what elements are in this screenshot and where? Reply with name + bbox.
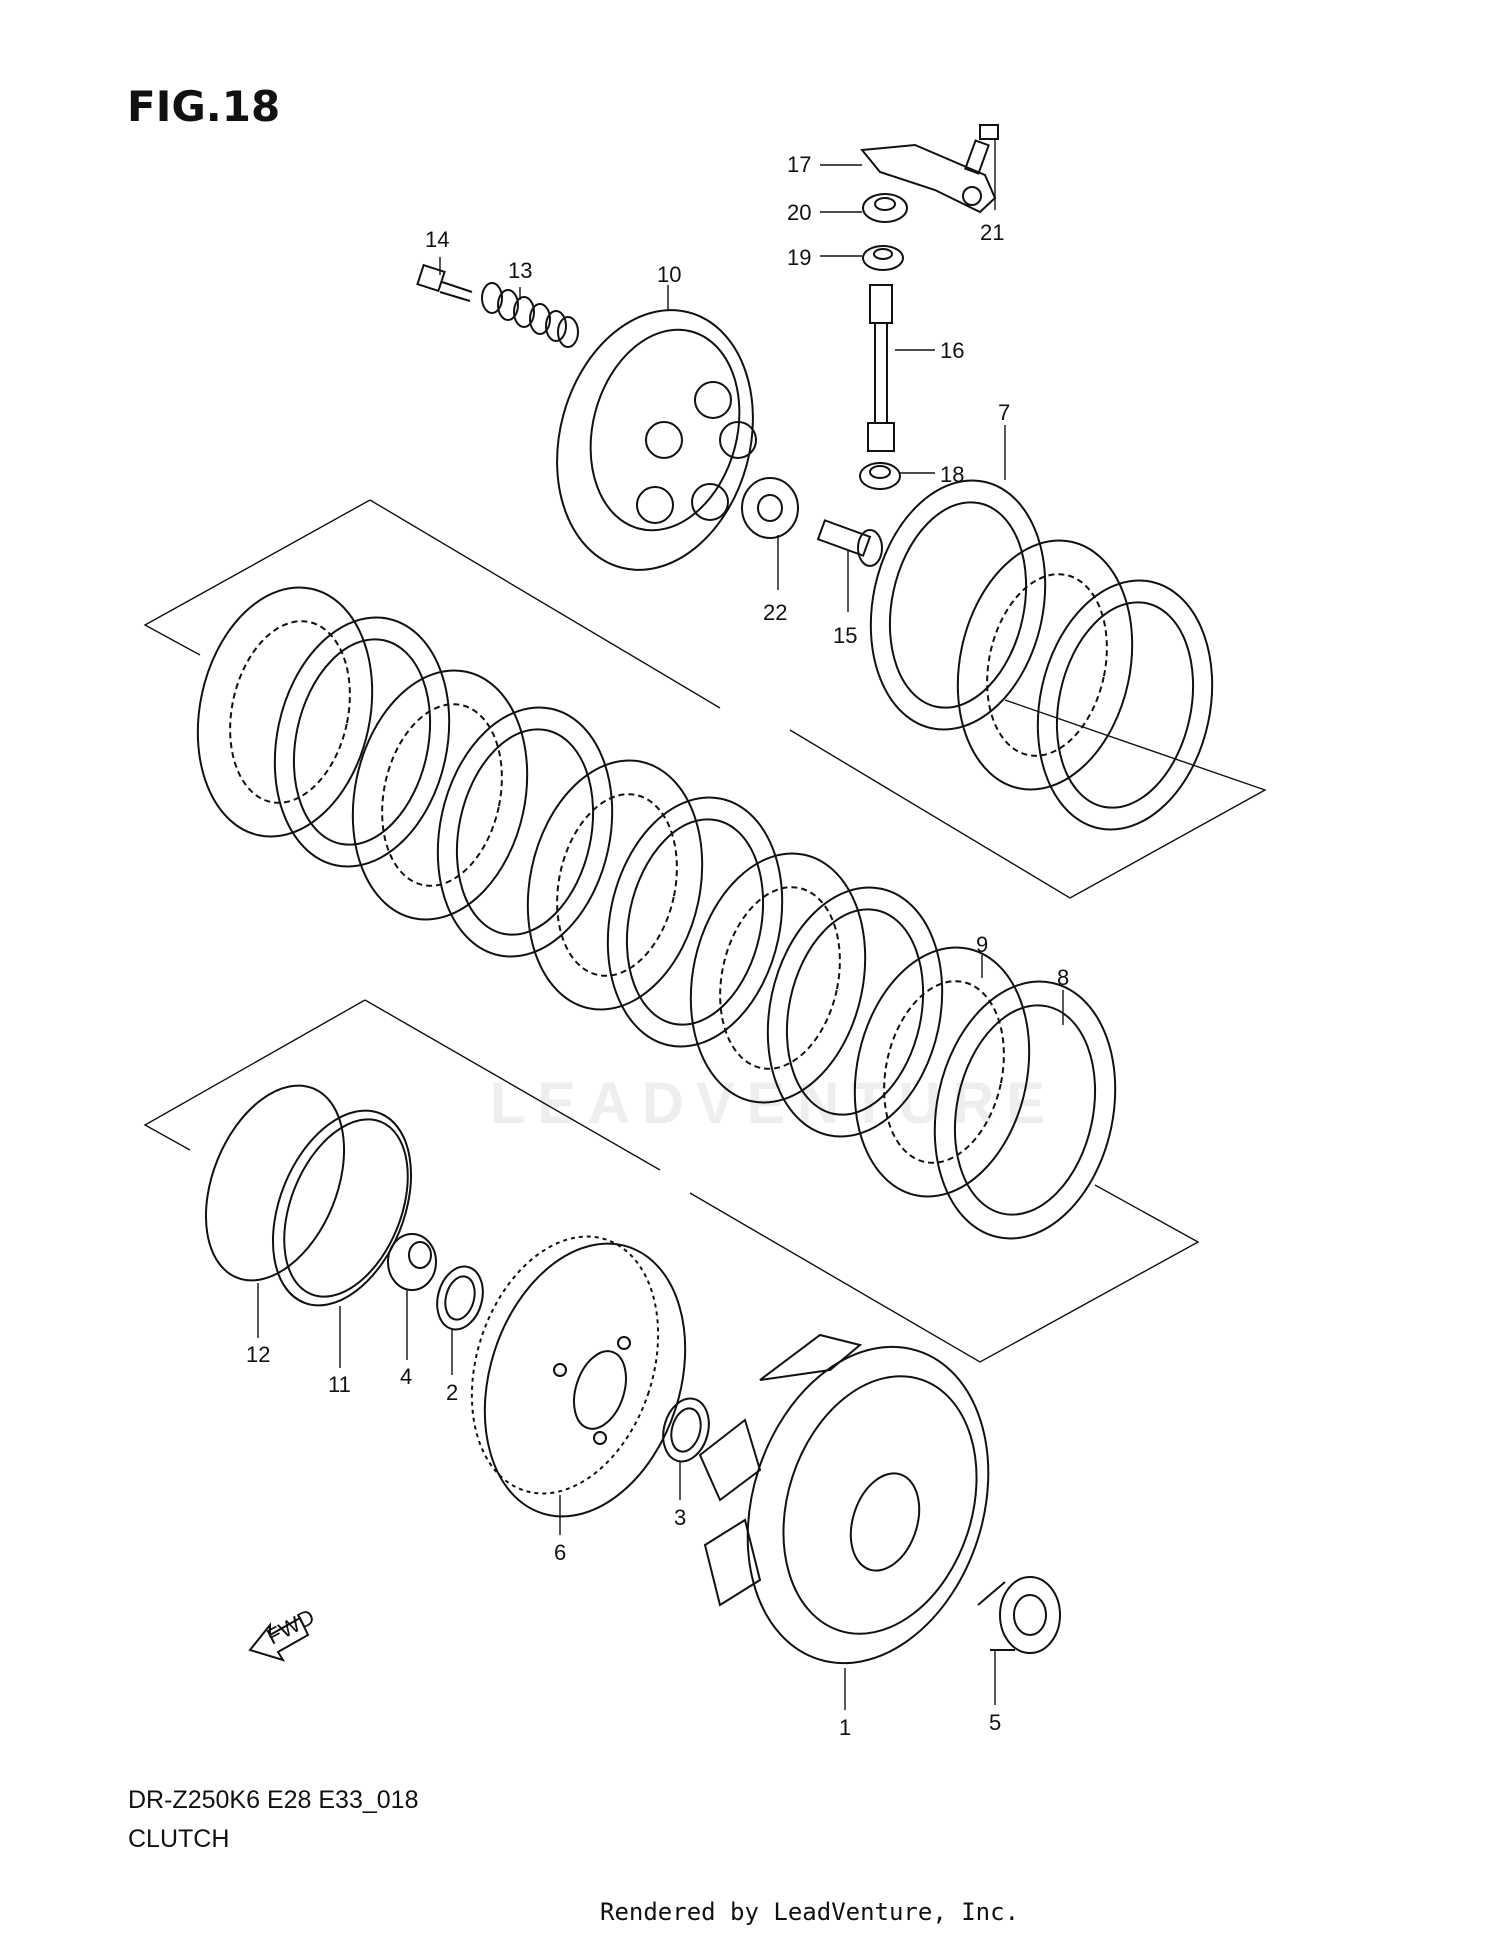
plate [1055,601,1195,809]
plate [766,886,944,1138]
callout-6: 6 [554,1540,566,1565]
callout-16: 16 [940,338,964,363]
callout-11: 11 [328,1372,351,1397]
bearing-19 [862,245,904,271]
section-name: CLUTCH [128,1825,230,1853]
plate [292,638,432,846]
plate-8 [933,980,1117,1240]
plate [785,908,925,1116]
callout-18: 18 [940,462,964,487]
clutch-plate-stack [196,479,1214,1240]
callout-12: 12 [246,1342,270,1367]
oil-seal-20 [862,193,908,223]
callout-9: 9 [976,932,988,957]
callout-10: 10 [657,262,681,287]
plate [381,703,503,887]
callout-4: 4 [400,1364,412,1389]
plate [719,886,841,1070]
callout-17: 17 [787,152,811,177]
callout-5: 5 [989,1710,1001,1735]
release-shaft-16 [867,284,895,452]
plate [436,706,614,958]
plate [455,728,595,936]
wire-ring-12 [204,1084,346,1282]
leader-lines [257,140,1064,1710]
plate [556,793,678,977]
callout-7: 7 [998,400,1010,425]
fwd-arrow-icon: FWD [248,1604,319,1662]
callout-19: 19 [787,245,811,270]
plate [273,616,451,868]
pin-15 [816,519,883,567]
washer-3 [662,1397,710,1463]
plate [526,759,704,1011]
plate [986,573,1108,757]
figure-title: FIG.18 [127,82,281,131]
plate-7-inner [888,501,1028,709]
plate [1036,579,1214,831]
plate [229,620,351,804]
callout-20: 20 [787,200,811,225]
plate-9 [853,946,1031,1198]
plate-7 [869,479,1047,731]
plate [689,852,867,1104]
callout-3: 3 [674,1505,686,1530]
bolt-14 [416,263,473,302]
callout-15: 15 [833,623,857,648]
pressure-plate [556,309,757,571]
spacer-4 [387,1233,437,1291]
render-credit: Rendered by LeadVenture, Inc. [600,1898,1020,1926]
plate [606,796,784,1048]
bearing-18 [859,462,901,490]
lower-plate-group-outline [143,999,1200,1363]
callout-labels: 14 13 10 17 20 19 21 16 18 7 22 15 9 8 1… [246,152,1069,1740]
plate [196,586,374,838]
fwd-label: FWD [263,1604,319,1650]
release-lever-17 [860,124,999,214]
washer-2 [436,1265,484,1331]
callout-8: 8 [1057,965,1069,990]
callout-13: 13 [508,258,532,283]
spacer-5 [977,1576,1061,1654]
spring-13 [481,282,579,348]
plate-9-inner [883,980,1005,1164]
callout-1: 1 [839,1715,851,1740]
callout-22: 22 [763,600,787,625]
callout-2: 2 [446,1380,458,1405]
plate [956,539,1134,791]
callout-14: 14 [425,227,449,252]
clutch-sleeve-hub-6 [470,1235,687,1518]
bearing-22 [741,477,799,539]
wire-ring-11 [271,1109,413,1307]
plate-8-inner [953,1004,1097,1216]
plate [351,669,529,921]
model-code: DR-Z250K6 E28 E33_018 [128,1786,419,1814]
upper-plate-group-outline [143,499,1267,899]
plate [625,818,765,1026]
clutch-housing-1 [698,1333,990,1665]
callout-21: 21 [980,220,1004,245]
